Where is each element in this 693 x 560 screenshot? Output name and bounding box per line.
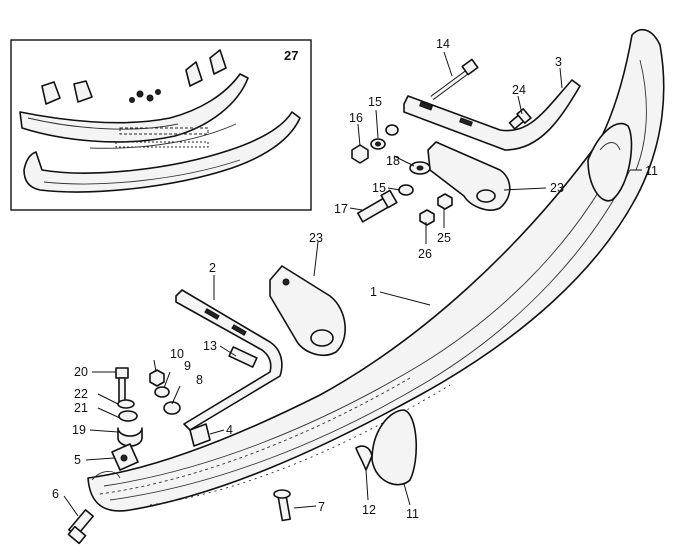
callout-24: 24 — [512, 83, 526, 97]
inset-upper-bumper — [19, 73, 249, 143]
callout-labels: 1 2 3 4 5 6 7 8 9 10 11 11 12 13 14 15 1… — [52, 37, 658, 521]
spacer-19 — [117, 427, 143, 447]
mount-4 — [189, 423, 211, 447]
callout-14: 14 — [436, 37, 450, 51]
callout-26: 26 — [418, 247, 432, 261]
callout-21: 21 — [74, 401, 88, 415]
bolt-24 — [508, 108, 532, 130]
callout-17: 17 — [334, 202, 348, 216]
nut-25 — [437, 193, 453, 210]
bolt-7 — [273, 489, 291, 522]
callout-13: 13 — [203, 339, 217, 353]
callout-25: 25 — [437, 231, 451, 245]
overrider-right — [587, 122, 633, 202]
callout-16: 16 — [349, 111, 363, 125]
stud-13 — [228, 346, 258, 368]
callout-20: 20 — [74, 365, 88, 379]
inset-overrider-3 — [185, 61, 203, 87]
callout-11-lower: 11 — [406, 507, 419, 521]
inset-lower-bumper — [23, 111, 301, 193]
inset-overrider-1 — [41, 81, 61, 105]
bracket-3 — [403, 79, 581, 151]
bumper-bar — [87, 28, 665, 512]
washer-21 — [118, 410, 138, 422]
callout-6: 6 — [52, 487, 59, 501]
callout-22: 22 — [74, 387, 88, 401]
callout-15-upper: 15 — [368, 95, 382, 109]
clip-12 — [355, 445, 373, 471]
callout-10: 10 — [170, 347, 184, 361]
callout-7: 7 — [318, 500, 325, 514]
callout-15-lower: 15 — [372, 181, 386, 195]
inset-overrider-2 — [73, 80, 93, 103]
bolt-6 — [67, 509, 94, 545]
washer-22 — [117, 399, 135, 409]
nut-16 — [351, 144, 369, 164]
callout-11-right: 11 — [645, 164, 658, 178]
stud-17 — [356, 189, 398, 223]
callout-8: 8 — [196, 373, 203, 387]
bracket-23-lower — [269, 265, 346, 356]
callout-2: 2 — [209, 261, 216, 275]
bracket-2 — [175, 289, 283, 431]
nut-10 — [149, 369, 165, 387]
callout-1: 1 — [370, 285, 377, 299]
overrider-lower — [371, 409, 418, 486]
callout-12: 12 — [362, 503, 376, 517]
bolt-20 — [115, 367, 129, 403]
callout-23-lower: 23 — [309, 231, 323, 245]
inset-label: 27 — [284, 48, 298, 63]
callout-23-upper: 23 — [550, 181, 564, 195]
callout-18: 18 — [386, 154, 400, 168]
callout-3: 3 — [555, 55, 562, 69]
washer-8 — [163, 401, 181, 415]
inset-overrider-4 — [209, 49, 227, 75]
callout-19: 19 — [72, 423, 86, 437]
washer-9 — [154, 386, 170, 398]
callout-9: 9 — [184, 359, 191, 373]
callout-4: 4 — [226, 423, 233, 437]
inset-hardware-row — [115, 89, 209, 148]
nut-26 — [419, 209, 435, 226]
bolt-14 — [430, 58, 479, 101]
washer-small — [385, 124, 399, 136]
callout-5: 5 — [74, 453, 81, 467]
leader-lines — [63, 51, 642, 517]
inset-assembly-view: 27 — [10, 39, 312, 211]
washer-15-lower — [398, 184, 414, 196]
